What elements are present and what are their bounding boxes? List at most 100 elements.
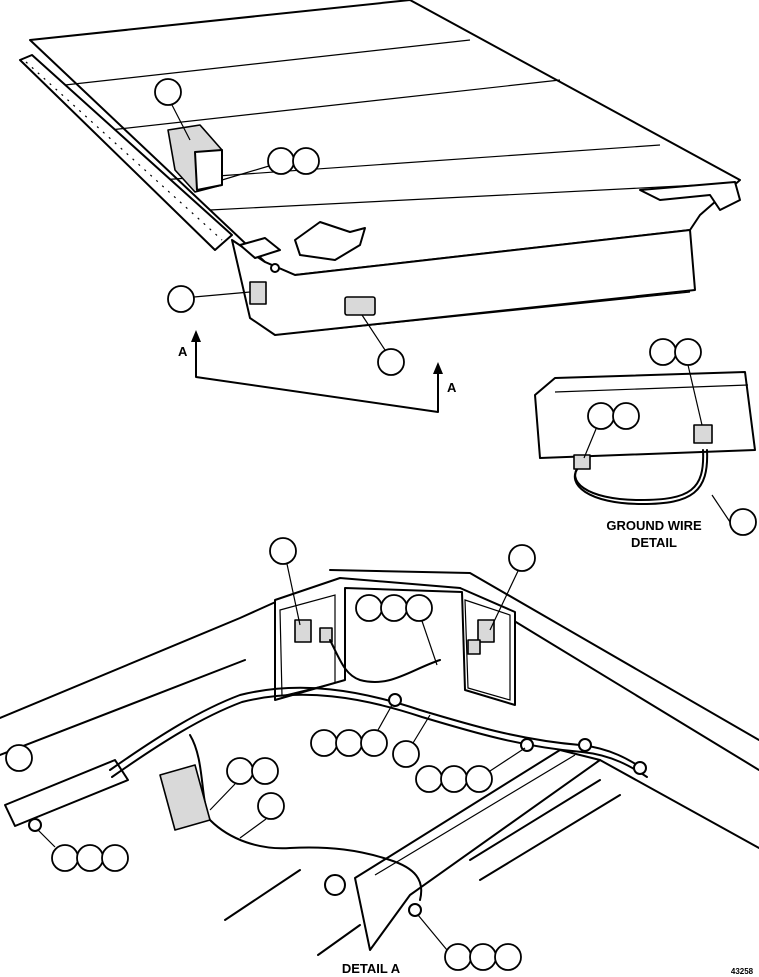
callout-balloon bbox=[226, 757, 254, 785]
callout-balloon bbox=[76, 844, 104, 872]
mounting-nut bbox=[324, 874, 346, 896]
frame-rail-lower-left bbox=[0, 659, 246, 756]
console-panel-right bbox=[464, 599, 511, 701]
callout-balloon bbox=[612, 402, 640, 430]
hinge-rail bbox=[19, 54, 233, 251]
ground-detail-title-1: GROUND WIRE bbox=[606, 518, 702, 533]
clamp bbox=[388, 693, 402, 707]
callout-balloon bbox=[440, 765, 468, 793]
connector-right bbox=[467, 639, 481, 655]
callout-balloon bbox=[508, 544, 536, 572]
callout-balloon bbox=[167, 285, 195, 313]
section-label-left: A bbox=[178, 344, 188, 359]
leader-line bbox=[417, 914, 448, 951]
section-arrow-right bbox=[433, 362, 443, 374]
cross-channel-edge bbox=[374, 754, 576, 876]
clamp bbox=[408, 903, 422, 917]
panel-seam-1 bbox=[64, 39, 471, 86]
callout-balloon bbox=[310, 729, 338, 757]
clamp bbox=[633, 761, 647, 775]
hinge-pad bbox=[239, 237, 281, 259]
leader-line bbox=[286, 563, 301, 626]
ground-wire-detail: GROUND WIRE DETAIL bbox=[534, 338, 757, 550]
panel-seam-2 bbox=[109, 79, 561, 131]
leader-line bbox=[711, 494, 731, 523]
callout-balloon bbox=[257, 792, 285, 820]
front-connector-left bbox=[249, 281, 267, 305]
callout-balloon bbox=[51, 844, 79, 872]
leader-line bbox=[412, 714, 431, 744]
console-panel-left bbox=[279, 594, 336, 697]
ground-panel-edge bbox=[554, 384, 749, 393]
leader-line bbox=[377, 704, 393, 731]
electrical-box-face bbox=[194, 149, 223, 191]
clamp bbox=[578, 738, 592, 752]
leader-line bbox=[583, 428, 597, 459]
leader-line bbox=[489, 747, 526, 772]
callout-balloon bbox=[587, 402, 615, 430]
leader-line bbox=[489, 570, 519, 631]
callout-balloon bbox=[465, 765, 493, 793]
detail-a-title: DETAIL A bbox=[342, 961, 401, 976]
frame-rail-lower-right bbox=[599, 759, 759, 849]
callout-balloon bbox=[267, 147, 295, 175]
frame-edge-lower-2 bbox=[317, 924, 361, 956]
ground-lug-left bbox=[573, 454, 591, 470]
floor-rail-2 bbox=[479, 794, 621, 881]
callout-balloon bbox=[355, 594, 383, 622]
connector-left bbox=[319, 627, 333, 643]
drawing-number: 43258 bbox=[731, 967, 754, 976]
ground-wire-outer bbox=[573, 449, 709, 505]
detail-a-view bbox=[0, 569, 759, 956]
callouts-detail-a bbox=[5, 537, 536, 971]
switch-right bbox=[477, 619, 495, 643]
frame-rail-upper-left bbox=[0, 599, 281, 719]
frame-rail-upper-right bbox=[329, 569, 759, 741]
callout-balloon bbox=[380, 594, 408, 622]
panel-end-bracket bbox=[639, 181, 741, 211]
callout-balloon bbox=[729, 508, 757, 536]
cross-channel bbox=[354, 749, 601, 951]
floor-panel-top bbox=[29, 0, 741, 276]
callout-balloon bbox=[444, 943, 472, 971]
callout-balloon bbox=[101, 844, 129, 872]
panel-seam-4 bbox=[209, 184, 701, 211]
frame-edge-lower bbox=[224, 869, 301, 921]
callout-balloon bbox=[335, 729, 363, 757]
leader-line bbox=[37, 829, 56, 848]
callout-balloon bbox=[360, 729, 388, 757]
callout-balloon bbox=[674, 338, 702, 366]
callout-balloon bbox=[5, 744, 33, 772]
leader-line bbox=[687, 364, 703, 426]
leader-line bbox=[221, 165, 270, 181]
callout-balloon bbox=[649, 338, 677, 366]
callout-balloon bbox=[269, 537, 297, 565]
callout-balloon bbox=[494, 943, 522, 971]
callout-balloon bbox=[377, 348, 405, 376]
front-connector-right bbox=[344, 296, 376, 316]
section-line-a: A A bbox=[178, 330, 457, 413]
ground-panel bbox=[534, 371, 756, 459]
callout-balloon bbox=[405, 594, 433, 622]
leader-line bbox=[171, 104, 191, 141]
wire-harness-main-outer bbox=[111, 693, 648, 778]
callout-balloon bbox=[392, 740, 420, 768]
panel-front-bottom bbox=[274, 291, 691, 336]
switch-left bbox=[294, 619, 312, 643]
clamp bbox=[28, 818, 42, 832]
leader-line bbox=[209, 783, 236, 811]
fastener bbox=[270, 263, 280, 273]
leader-line bbox=[361, 314, 386, 351]
wire-switch-link bbox=[329, 639, 441, 683]
floor-panel-assembly bbox=[19, 0, 741, 336]
floor-rail bbox=[469, 779, 601, 861]
callouts-top bbox=[154, 78, 405, 376]
leader-line bbox=[193, 291, 251, 298]
center-bracket bbox=[294, 221, 366, 261]
ground-wire bbox=[574, 449, 705, 501]
callout-balloon bbox=[415, 765, 443, 793]
leader-line bbox=[421, 620, 438, 666]
section-arrow-left bbox=[191, 330, 201, 342]
